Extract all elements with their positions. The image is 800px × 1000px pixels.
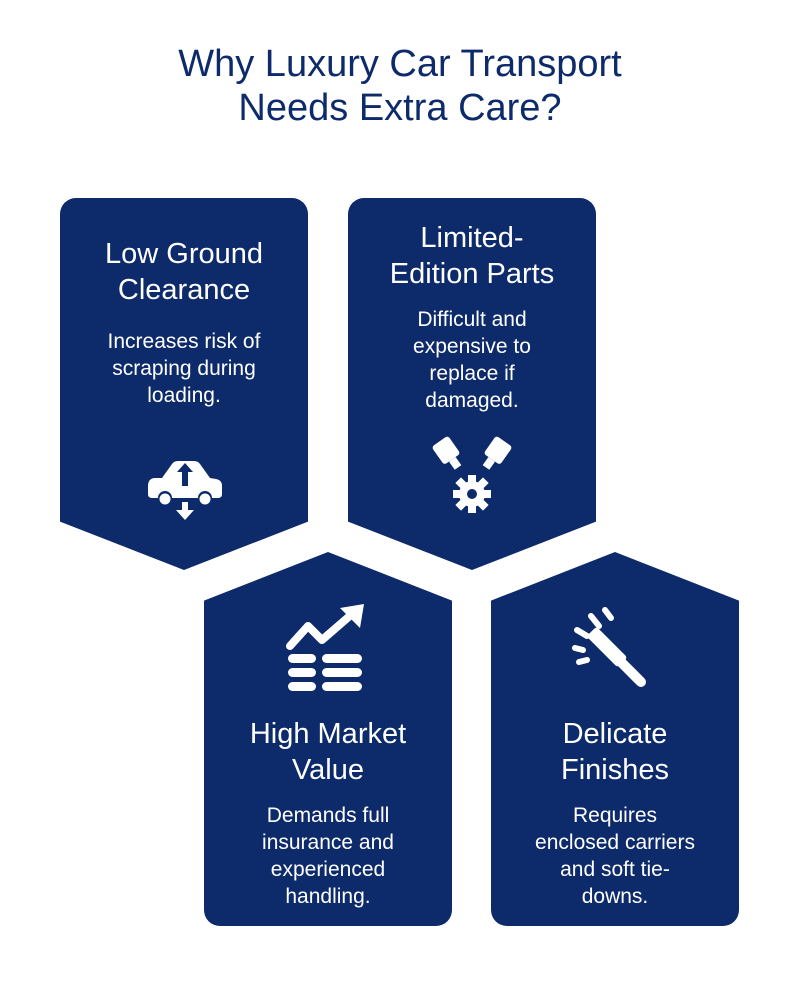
parts-gear-icon: [422, 428, 522, 518]
card-description-line: insurance and: [262, 831, 394, 854]
card-description-line: Requires: [572, 804, 658, 827]
page-title: Why Luxury Car Transport Needs Extra Car…: [0, 42, 800, 130]
card-heading-line: High Market: [249, 718, 407, 750]
card-description-line: Demands full: [266, 804, 390, 827]
card-heading-line: Finishes: [561, 754, 669, 786]
card-heading-line: Low Ground: [105, 238, 263, 270]
card-heading-line: Clearance: [117, 274, 251, 306]
card-heading-line: Limited-: [420, 222, 524, 254]
card-description-line: replace if: [429, 362, 515, 385]
rising-value-icon: [278, 604, 378, 694]
card-description: Difficult and expensive to replace if da…: [368, 306, 576, 414]
card-description: Demands full insurance and experienced h…: [224, 802, 432, 910]
car-clearance-icon: [134, 438, 234, 528]
card-heading: Delicate Finishes: [501, 716, 729, 788]
card-description-line: loading.: [147, 384, 221, 407]
card-description-line: expensive to: [413, 335, 531, 358]
card-description-line: enclosed carriers: [535, 831, 695, 854]
title-line-1: Why Luxury Car Transport: [178, 43, 622, 85]
card-heading-line: Delicate: [562, 718, 668, 750]
card-description-line: experienced: [270, 858, 386, 881]
card-description-line: handling.: [285, 885, 371, 908]
card-heading: Low Ground Clearance: [70, 236, 298, 308]
card-description: Increases risk of scraping during loadin…: [80, 328, 288, 409]
squeegee-shine-icon: [565, 604, 665, 694]
card-description-line: scraping during: [112, 357, 256, 380]
card-description-line: Difficult and: [417, 308, 527, 331]
card-description-line: downs.: [581, 885, 649, 908]
card-description-line: Increases risk of: [107, 330, 261, 353]
card-description-line: damaged.: [425, 389, 519, 412]
card-limited-edition-parts: Limited- Edition Parts Difficult and exp…: [348, 198, 596, 570]
card-heading: Limited- Edition Parts: [358, 220, 586, 292]
card-low-ground-clearance: Low Ground Clearance Increases risk of s…: [60, 198, 308, 570]
card-high-market-value: High Market Value Demands full insurance…: [204, 552, 452, 926]
title-line-2: Needs Extra Care?: [238, 87, 562, 129]
card-description: Requires enclosed carriers and soft tie-…: [511, 802, 719, 910]
card-heading-line: Edition Parts: [389, 258, 555, 290]
card-description-line: and soft tie-: [560, 858, 670, 881]
card-heading-line: Value: [291, 754, 365, 786]
card-heading: High Market Value: [214, 716, 442, 788]
card-delicate-finishes: Delicate Finishes Requires enclosed carr…: [491, 552, 739, 926]
